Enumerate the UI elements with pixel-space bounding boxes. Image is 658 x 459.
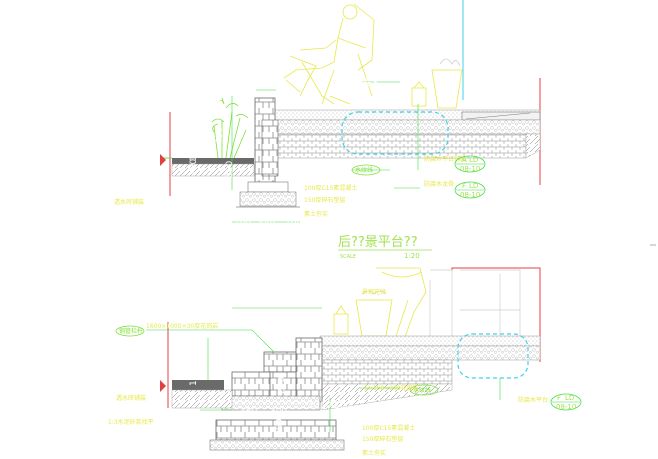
marker-b-0: F LD 08-10 — [550, 393, 582, 411]
deck-surface-b — [319, 335, 541, 347]
left-subbase-b — [171, 389, 233, 409]
title-text: 后??景平台?? — [338, 235, 418, 250]
section-break-right-b — [451, 267, 541, 362]
dim-top-0: 240 — [258, 80, 275, 90]
stone-steps — [209, 337, 345, 451]
dim-b-mid-6: 360 — [275, 419, 285, 436]
deck-edge-hatch — [465, 112, 531, 120]
marker-a-1-letter: F — [462, 182, 466, 190]
dim-base-1: 100 — [223, 195, 233, 212]
seated-figure — [283, 3, 375, 105]
dim-left-2: 100 — [189, 159, 199, 176]
wall-footing — [247, 181, 289, 193]
tag-left-b-ellipse — [115, 325, 145, 337]
marker-a-0-letter: A — [462, 156, 467, 164]
left-subbase — [171, 163, 255, 177]
label-b-0: 5×150×300花岗岩 — [364, 384, 419, 392]
label-b-2: 150厚碎石垫层 — [362, 435, 403, 443]
callout-left-b: 1600×1000×30厚花岗岩 — [146, 322, 218, 330]
dim-b-left-1: 150 — [189, 353, 199, 370]
tag-mid: 水纹线 — [355, 166, 373, 174]
label-a-3: 防腐木平台铺装 — [424, 155, 466, 163]
note-top: 景木 — [362, 77, 380, 89]
marker-a-0-sub: 08-10 — [460, 165, 480, 173]
left-label-b-0: 透水砖铺装 — [116, 394, 146, 402]
tag-right-b: 水纹线 — [413, 386, 431, 394]
label-a-0: 100厚C15素混凝土 — [304, 184, 357, 192]
section-b: 350 350 240 150 150 150 240 460 300 240 … — [108, 267, 582, 457]
label-a-2: 素土夯实 — [304, 210, 328, 218]
label-a-1: 150厚碎石垫层 — [304, 196, 345, 204]
dim-b-mid-1: 460 — [240, 407, 257, 417]
earth-wedge-right — [525, 133, 541, 159]
title-letter: A — [315, 243, 324, 257]
dim-b-left-2: 150 — [189, 369, 199, 386]
dim-left-1: 450 — [215, 127, 225, 144]
marker-b-0-code: LD — [565, 394, 574, 402]
background-building — [429, 269, 521, 340]
marker-a-1-sub: 08-10 — [460, 191, 480, 199]
gravel-layer-b — [319, 345, 541, 361]
marker-a-1-code: LD — [469, 182, 478, 190]
tag-mid-ellipse — [351, 164, 381, 176]
label-a-4: 防腐木龙骨 — [424, 180, 454, 188]
standing-figure — [376, 267, 427, 341]
pot-plant-b — [361, 290, 387, 295]
dim-b-mid-4: 100 — [320, 401, 337, 411]
marker-label-b: 防腐木平台 — [518, 396, 548, 404]
title-block: A 后??景平台?? SCALE 1:20 — [309, 235, 656, 260]
flower-pot — [431, 69, 463, 109]
dim-b-mid-0: 240 — [277, 377, 287, 394]
dim-b-mid-2: 300 — [270, 407, 287, 417]
dim-lines-b — [146, 307, 501, 432]
dim-b-mid-5: 100 — [334, 401, 351, 411]
marker-a-1: F LD 08-10 — [454, 181, 486, 199]
left-paving — [172, 158, 254, 164]
dim-left-4: 300 — [225, 161, 235, 178]
marker-a-0: A LD 08-10 — [454, 155, 486, 173]
lantern — [411, 87, 427, 107]
left-label-b-1: 1:3水泥砂浆找平 — [108, 418, 154, 426]
dim-bottom-0: 100 — [234, 219, 251, 229]
left-label-a: 透水砖铺装 — [114, 198, 144, 206]
dim-b-top-2: 240 — [304, 298, 321, 308]
footing-gravel — [239, 191, 297, 207]
title-circle — [309, 238, 331, 260]
pot-plant — [439, 58, 461, 67]
tag-right-b-ellipse — [409, 384, 439, 396]
flower-pot-b — [355, 299, 393, 337]
dim-b-left-0: 150 — [189, 337, 199, 354]
dim-left-0: 150 — [215, 94, 225, 111]
section-a: 240 150 450 100 150 300 100 100 100 440 … — [114, 0, 541, 229]
water-dashed-box — [341, 111, 449, 155]
lantern-cap — [413, 81, 425, 89]
lantern-b — [333, 313, 349, 335]
dim-b-mid-3: 240 — [302, 401, 319, 411]
water-dashed-box-b — [457, 333, 529, 379]
marker-b-0-sub: 08-10 — [556, 403, 576, 411]
dim-b-top-0: 350 — [242, 298, 259, 308]
label-b-1: 100厚C15素混凝土 — [362, 424, 415, 432]
stone-wall-inner — [261, 119, 279, 177]
title-scale: 1:20 — [404, 252, 420, 260]
dim-bottom-1: 440 — [258, 219, 275, 229]
dim-bottom-2: 100 — [285, 219, 302, 229]
brick-bed-b — [321, 359, 453, 385]
marker-a-0-code: LD — [469, 156, 478, 164]
left-level-arrow-b — [160, 380, 166, 392]
title-scale-label: SCALE — [340, 254, 356, 260]
label-b-3: 素土夯实 — [362, 449, 386, 457]
tag-left-b: 钢管栏杆 — [119, 327, 143, 335]
dim-base-0: 100 — [223, 183, 233, 200]
dim-left-3: 150 — [189, 144, 199, 161]
lantern-b-cap — [335, 305, 347, 315]
dim-lines-a — [231, 81, 420, 223]
gravel-layer — [274, 119, 541, 135]
dim-b-top-1: 350 — [275, 298, 292, 308]
left-paving-b — [172, 380, 224, 390]
marker-b-0-letter: F — [557, 394, 561, 402]
left-level-arrow — [160, 154, 166, 166]
note-plant-b: 景观花钵 — [362, 288, 386, 296]
